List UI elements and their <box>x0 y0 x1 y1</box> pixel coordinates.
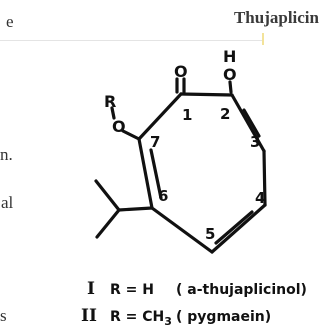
text-fragment: s <box>0 306 7 325</box>
substituent-subscript: 3 <box>164 315 172 328</box>
atom-labels: O H O R O <box>104 47 237 136</box>
bond-c6-c7-double <box>149 148 163 200</box>
highlight-mark <box>262 33 264 45</box>
atom-hydroxyl-o: O <box>223 65 237 84</box>
compound-name-1: ( a-thujaplicinol) <box>176 282 307 298</box>
compound-substituent-1: R = H <box>110 282 154 298</box>
bond-ipr-me2 <box>95 208 121 239</box>
bond-c6-c7 <box>137 137 154 210</box>
ring-number-1: 1 <box>182 106 192 124</box>
ring-number-2: 2 <box>220 105 230 123</box>
bond-c3-c4 <box>262 149 267 207</box>
ring-number-3: 3 <box>250 133 260 151</box>
compound-substituent-2: R = CH3 <box>110 309 172 328</box>
ring-numbers: 1 2 3 4 5 6 7 <box>150 105 265 243</box>
ring-number-5: 5 <box>205 225 215 243</box>
substituent-bonds <box>94 77 233 239</box>
bond-c6-ipr <box>117 206 154 212</box>
bond-c4-c5 <box>210 203 267 254</box>
bond-c5-c6 <box>150 206 214 254</box>
divider <box>0 40 262 41</box>
ring-number-7: 7 <box>150 133 160 151</box>
bond-c1-c2 <box>179 92 234 97</box>
compound-legend: I R = H ( a-thujaplicinol) II R = CH3 ( … <box>81 279 307 328</box>
bond-ipr-me1 <box>94 179 121 212</box>
bond-c4-c5-double <box>214 210 254 245</box>
bond-o-r <box>110 106 116 120</box>
bond-oh <box>228 80 233 94</box>
bond-c2-c3 <box>230 93 266 153</box>
figure-title: Thujaplicin <box>233 8 319 27</box>
text-fragment: n. <box>0 145 13 164</box>
text-fragment: e <box>6 12 14 31</box>
ring-number-6: 6 <box>158 187 168 205</box>
compound-numeral-2: II <box>81 306 97 326</box>
atom-keto-o: O <box>174 62 188 81</box>
atom-h: H <box>223 47 236 66</box>
compound-name-2: ( pygmaein) <box>176 309 271 325</box>
bond-c2-c3-double <box>242 108 261 138</box>
compound-numeral-1: I <box>87 279 95 299</box>
text-fragment: al <box>1 193 14 212</box>
substituent-base: R = CH <box>110 309 164 325</box>
atom-ether-o: O <box>112 117 126 136</box>
bond-c7-c1 <box>137 92 183 141</box>
bond-c7-o <box>121 129 141 141</box>
ring-number-4: 4 <box>255 189 265 207</box>
ring-bonds <box>137 92 267 254</box>
atom-r: R <box>104 92 116 111</box>
